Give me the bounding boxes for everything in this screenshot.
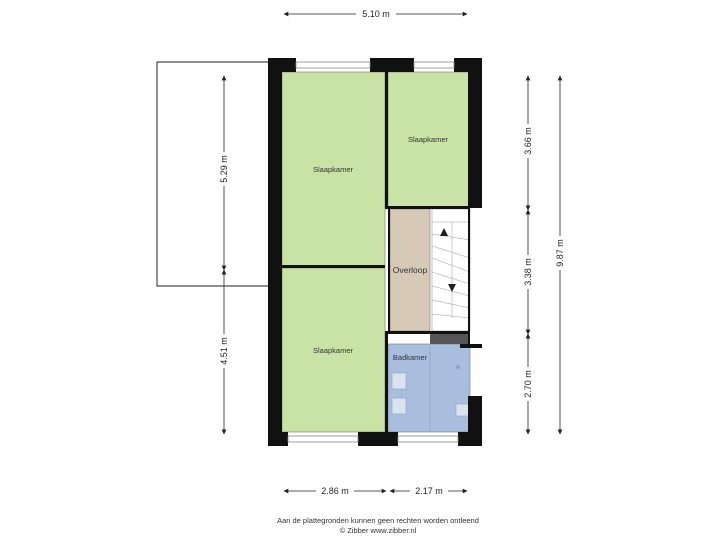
room-landing	[389, 208, 431, 332]
label-bedroom-top-left: Slaapkamer	[313, 165, 354, 174]
label-bedroom-top-right: Slaapkamer	[408, 135, 449, 144]
dim-right-middle: 3.38 m	[523, 258, 533, 286]
footer-copyright: © Zibber www.zibber.nl	[340, 526, 417, 535]
footer-disclaimer: Aan de plattegronden kunnen geen rechten…	[277, 516, 479, 525]
room-bedroom-top-right	[387, 71, 471, 208]
windows	[287, 61, 459, 443]
dimension-labels: 5.10 m 5.29 m 4.51 m 3.66 m 3.38 m 2.70 …	[218, 8, 566, 497]
dim-bottom-left: 2.86 m	[321, 486, 349, 496]
dim-top-width: 5.10 m	[362, 9, 390, 19]
dim-right-bottom: 2.70 m	[523, 370, 533, 398]
roof-outline	[156, 61, 268, 287]
dim-right-top: 3.66 m	[523, 127, 533, 155]
dim-bottom-right: 2.17 m	[415, 486, 443, 496]
dim-left-lower: 4.51 m	[219, 337, 229, 365]
label-bathroom: Badkamer	[393, 353, 428, 362]
stair-arrow-up	[440, 228, 448, 236]
dim-right-total: 9.87 m	[555, 239, 565, 267]
staircase	[431, 208, 471, 332]
bathroom-fixtures	[391, 334, 471, 432]
walls	[268, 58, 482, 446]
dim-left-upper: 5.29 m	[219, 155, 229, 183]
label-bedroom-bottom-left: Slaapkamer	[313, 346, 354, 355]
stair-arrow-down	[448, 284, 456, 292]
label-landing: Overloop	[393, 265, 428, 275]
room-bedroom-top-left	[281, 71, 386, 267]
